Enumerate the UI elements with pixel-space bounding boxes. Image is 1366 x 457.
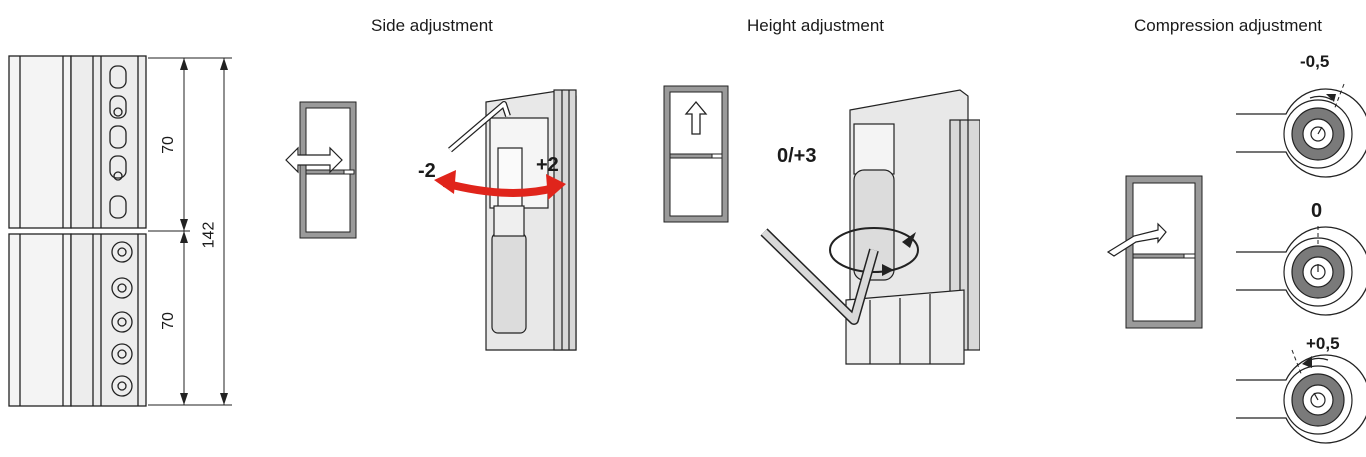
height-adjustment-title: Height adjustment [747, 16, 885, 35]
dimension-lower-70: 70 [159, 312, 177, 330]
side-minus-label: -2 [418, 160, 436, 182]
side-adjustment-title: Side adjustment [371, 16, 493, 35]
dimension-total-142: 142 [200, 221, 218, 249]
compression-cam-minus [1236, 83, 1366, 178]
side-door-icon [285, 101, 357, 239]
side-mechanism-drawing [434, 89, 577, 351]
compression-cam-zero [1236, 226, 1366, 316]
height-mechanism-drawing [760, 89, 980, 365]
compression-plus-label: +0,5 [1306, 334, 1340, 353]
dimension-upper-70: 70 [159, 136, 177, 154]
compression-cam-plus [1236, 349, 1366, 444]
compression-minus-label: -0,5 [1300, 52, 1330, 71]
hinge-drawing [8, 55, 232, 407]
height-door-icon [663, 85, 729, 223]
compression-adjustment-title: Compression adjustment [1134, 16, 1323, 35]
compression-door-icon [1106, 175, 1203, 329]
compression-zero-label: 0 [1311, 200, 1323, 222]
height-range-label: 0/+3 [777, 145, 817, 167]
side-plus-label: +2 [536, 154, 559, 176]
